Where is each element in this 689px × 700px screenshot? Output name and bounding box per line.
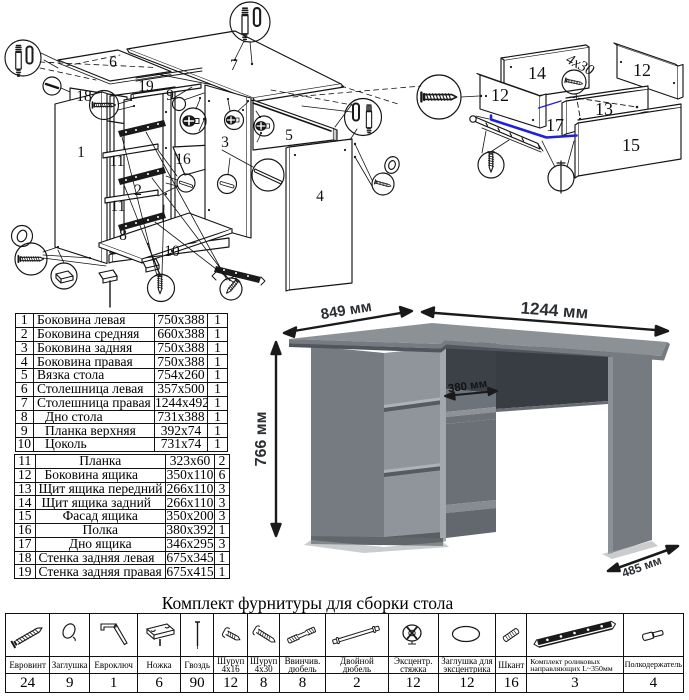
svg-text:12: 12	[633, 60, 651, 80]
svg-text:12: 12	[491, 85, 509, 105]
svg-text:15: 15	[622, 135, 640, 155]
svg-text:6: 6	[109, 54, 117, 71]
svg-text:766 мм: 766 мм	[253, 412, 270, 467]
svg-text:16: 16	[175, 151, 191, 168]
svg-text:17: 17	[546, 115, 564, 135]
svg-text:13: 13	[595, 99, 613, 119]
svg-text:9: 9	[166, 87, 174, 104]
svg-text:19: 19	[138, 78, 154, 95]
svg-text:11: 11	[110, 153, 125, 170]
svg-text:1: 1	[77, 144, 85, 161]
svg-text:3: 3	[221, 134, 229, 151]
svg-text:380 мм: 380 мм	[447, 378, 488, 395]
svg-text:10: 10	[164, 243, 180, 260]
svg-text:8: 8	[119, 227, 127, 244]
svg-text:7: 7	[230, 57, 238, 74]
svg-text:14: 14	[528, 63, 546, 83]
svg-text:5: 5	[285, 127, 293, 144]
svg-text:1244 мм: 1244 мм	[520, 298, 589, 322]
svg-text:18: 18	[76, 88, 92, 105]
svg-text:4: 4	[316, 188, 324, 205]
svg-text:485 мм: 485 мм	[620, 553, 664, 580]
svg-text:11: 11	[111, 198, 126, 215]
svg-text:2: 2	[134, 182, 142, 199]
